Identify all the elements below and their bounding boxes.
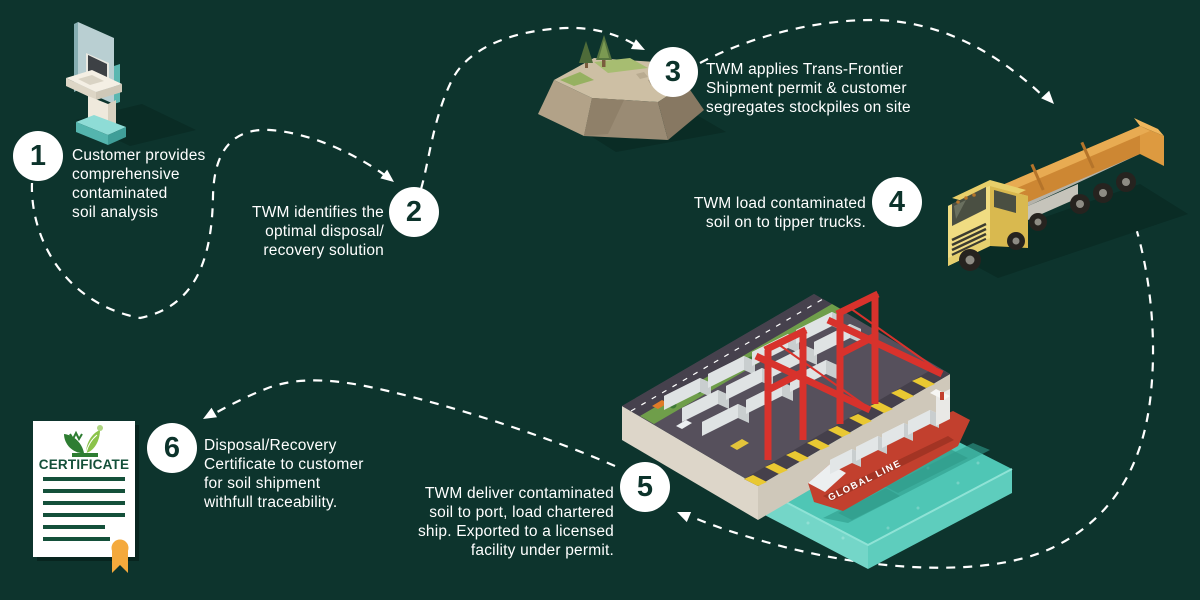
step-4-line-2: soil on to tipper trucks. <box>705 214 866 231</box>
arrowhead-to-step4 <box>1041 90 1054 104</box>
step-1-number: 1 <box>29 139 47 172</box>
step-3-line-3: segregates stockpiles on site <box>706 99 911 116</box>
step-6-line-4: withfull traceability. <box>204 494 338 511</box>
trailer-wheels <box>1029 172 1136 231</box>
step-4-number: 4 <box>888 185 906 218</box>
step-5-line-3: ship. Exported to a licensed <box>417 523 614 540</box>
arrowhead-to-step6 <box>203 407 218 419</box>
step-3-number: 3 <box>664 55 682 88</box>
step-1-text: Customer provides comprehensive contamin… <box>72 146 205 222</box>
step-1-badge: 1 <box>13 131 63 181</box>
step-1-line-2: comprehensive <box>72 166 180 183</box>
arrowhead-to-step3 <box>630 39 645 50</box>
certificate-ribbon <box>111 539 129 573</box>
tipper-truck-illustration <box>948 118 1188 278</box>
gantry-cranes <box>754 290 944 460</box>
step-3-badge: 3 <box>648 47 698 97</box>
step-3-line-1: TWM applies Trans-Frontier <box>706 61 904 78</box>
step-6-badge: 6 <box>147 423 197 473</box>
step-1-line-4: soil analysis <box>72 204 159 221</box>
connector-step1-step2 <box>30 128 387 320</box>
certificate-lines <box>43 477 125 541</box>
step-6-line-3: for soil shipment <box>204 475 321 492</box>
connector-step3-step4 <box>699 18 1044 97</box>
step-3-text: TWM applies Trans-Frontier Shipment perm… <box>706 60 911 117</box>
step-1-line-3: contaminated <box>72 185 168 202</box>
step-5-number: 5 <box>636 470 654 503</box>
step-5-badge: 5 <box>620 462 670 512</box>
step-6-number: 6 <box>163 431 181 464</box>
certificate-illustration: CERTIFICATE <box>33 421 139 573</box>
eco-logo <box>64 425 103 457</box>
step-5-text: TWM deliver contaminated soil to port, l… <box>418 484 614 560</box>
arrowhead-to-step2 <box>380 169 394 182</box>
connector-step5-step6 <box>211 379 616 468</box>
step-2-line-2: optimal disposal/ <box>265 223 384 240</box>
step-6-line-2: Certificate to customer <box>204 456 364 473</box>
step-1-line-1: Customer provides <box>72 147 206 164</box>
soil-mound-illustration <box>538 35 726 152</box>
cargo-ship: GLOBAL LINE <box>808 389 990 523</box>
certificate-title: CERTIFICATE <box>39 457 129 472</box>
arrowhead-to-step5 <box>677 511 692 523</box>
kiosk-illustration <box>66 22 196 146</box>
step-2-line-3: recovery solution <box>263 242 384 259</box>
step-5-line-1: TWM deliver contaminated <box>424 485 614 502</box>
connector-step2-step3 <box>419 26 635 190</box>
step-3-line-2: Shipment permit & customer <box>706 80 907 97</box>
step-6-text: Disposal/Recovery Certificate to custome… <box>204 436 364 512</box>
step-2-badge: 2 <box>389 187 439 237</box>
step-2-text: TWM identifies the optimal disposal/ rec… <box>252 203 384 260</box>
step-4-line-1: TWM load contaminated <box>693 195 866 212</box>
step-4-text: TWM load contaminated soil on to tipper … <box>694 194 866 232</box>
step-2-number: 2 <box>405 195 423 228</box>
step-6-line-1: Disposal/Recovery <box>204 437 337 454</box>
container-port-illustration: GLOBAL LINE <box>622 290 1013 569</box>
step-4-badge: 4 <box>872 177 922 227</box>
step-5-line-2: soil to port, load chartered <box>429 504 614 521</box>
step-2-line-1: TWM identifies the <box>252 204 384 221</box>
truck-cab <box>948 180 1028 271</box>
connector-step4-step5 <box>689 227 1155 569</box>
step-5-line-4: facility under permit. <box>470 542 614 559</box>
